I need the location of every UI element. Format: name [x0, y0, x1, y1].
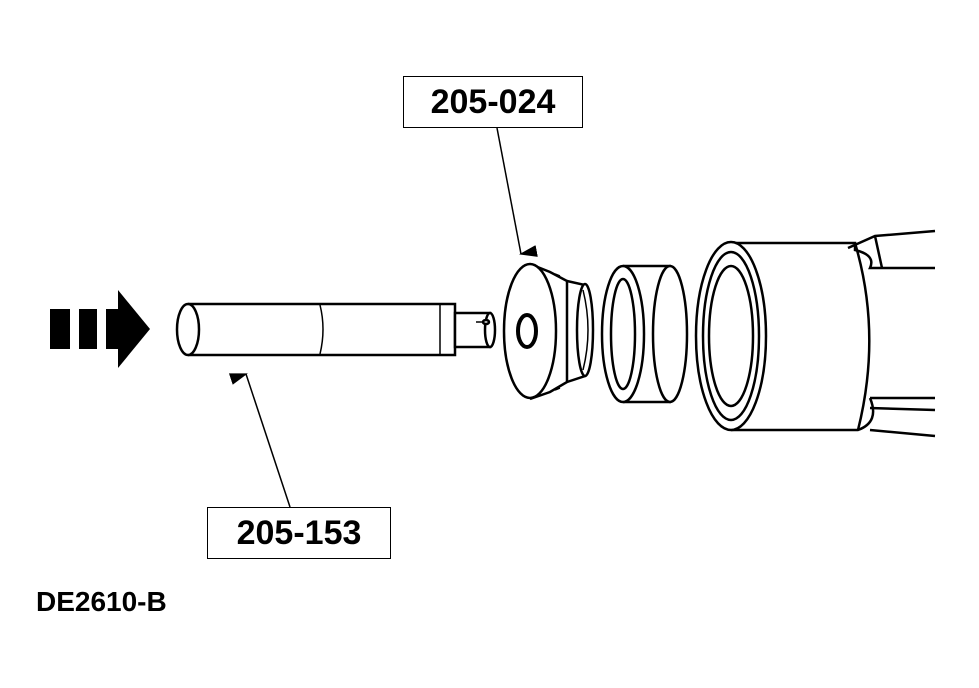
bearing-ring	[602, 266, 687, 402]
tool-shaft-205-153	[177, 304, 495, 355]
tool-adapter-205-024	[504, 264, 593, 399]
figure-code-label: DE2610-B	[36, 586, 167, 617]
leader-arrow-icon	[228, 373, 290, 507]
housing-body	[696, 231, 935, 436]
callout-label-205-024: 205-024	[403, 76, 583, 128]
leader-arrow-icon	[497, 128, 538, 257]
callout-label-205-153: 205-153	[207, 507, 391, 559]
direction-arrow-icon	[50, 290, 150, 368]
